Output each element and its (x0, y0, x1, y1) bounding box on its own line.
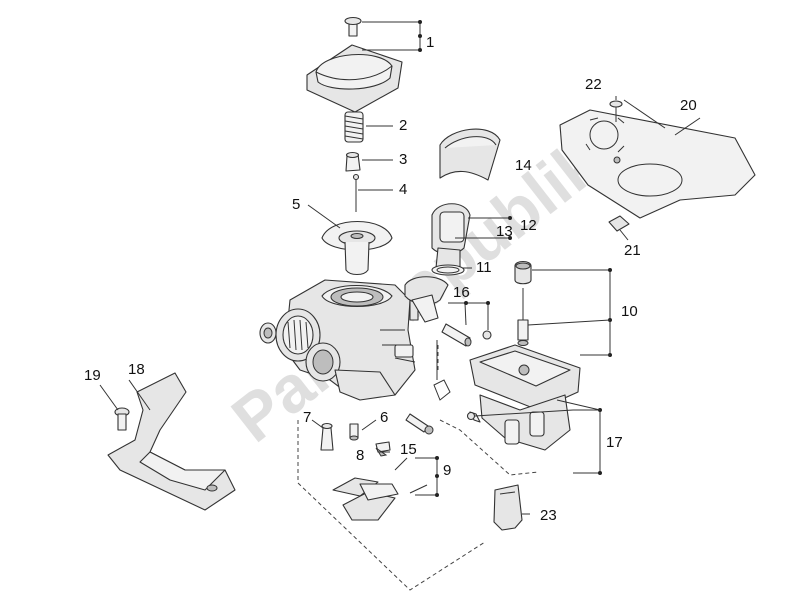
part-12-starter-valve[interactable] (431, 203, 471, 269)
carburetor-body[interactable] (259, 279, 419, 401)
part-5-vacuum-diaphragm[interactable] (321, 221, 393, 276)
callout-15: 15 (400, 441, 417, 458)
part-11-gasket[interactable] (404, 276, 449, 323)
part-10-needle-valve[interactable] (514, 260, 532, 346)
callout-21: 21 (624, 242, 641, 259)
part-21-clip[interactable] (608, 215, 630, 232)
callout-10: 10 (621, 303, 638, 320)
part-16-fuel-pipe[interactable] (433, 323, 492, 401)
leader-lines (99, 20, 701, 515)
callout-13: 13 (496, 223, 513, 240)
part-22-screw[interactable] (609, 100, 623, 122)
callout-3: 3 (399, 151, 407, 168)
callout-11: 11 (476, 259, 492, 276)
part-13-o-ring[interactable] (431, 264, 465, 276)
part-15-float[interactable] (332, 477, 399, 521)
part-23-cover[interactable] (493, 484, 523, 531)
callout-9: 9 (443, 462, 451, 479)
part-1-carburetor-cover[interactable] (306, 16, 403, 113)
part-17-float-bowl[interactable] (466, 344, 581, 451)
part-18-bracket[interactable] (107, 372, 236, 511)
part-7-main-jet[interactable] (320, 422, 334, 451)
part-2-spring[interactable] (344, 111, 364, 143)
part-19-screw[interactable] (114, 407, 130, 431)
callout-2: 2 (399, 117, 407, 134)
callout-5: 5 (292, 196, 300, 213)
part-3-needle-holder[interactable] (345, 151, 361, 172)
part-8-idle-jet[interactable] (375, 441, 391, 457)
callout-17: 17 (606, 434, 623, 451)
part-9-float-pin[interactable] (409, 484, 428, 494)
callout-20: 20 (680, 97, 697, 114)
callout-18: 18 (128, 361, 145, 378)
callout-19: 19 (84, 367, 101, 384)
callout-7: 7 (303, 409, 311, 426)
part-6-jet[interactable] (349, 423, 359, 441)
callout-14: 14 (515, 157, 532, 174)
callout-22: 22 (585, 76, 602, 93)
part-6-adjust-screw[interactable] (405, 413, 434, 435)
callout-4: 4 (399, 181, 407, 198)
callout-23: 23 (540, 507, 557, 524)
part-20-heat-shield[interactable] (559, 109, 756, 219)
callout-labels: 1 2 3 4 5 6 7 8 9 10 11 12 13 14 15 16 1… (84, 34, 697, 524)
callout-8: 8 (356, 447, 364, 464)
callout-1: 1 (426, 34, 434, 51)
callout-12: 12 (520, 217, 537, 234)
assembly-dashed-outline (297, 345, 539, 591)
part-14-cap[interactable] (439, 128, 501, 181)
callout-16: 16 (453, 284, 470, 301)
callout-6: 6 (380, 409, 388, 426)
part-4-jet-needle[interactable] (352, 173, 360, 213)
